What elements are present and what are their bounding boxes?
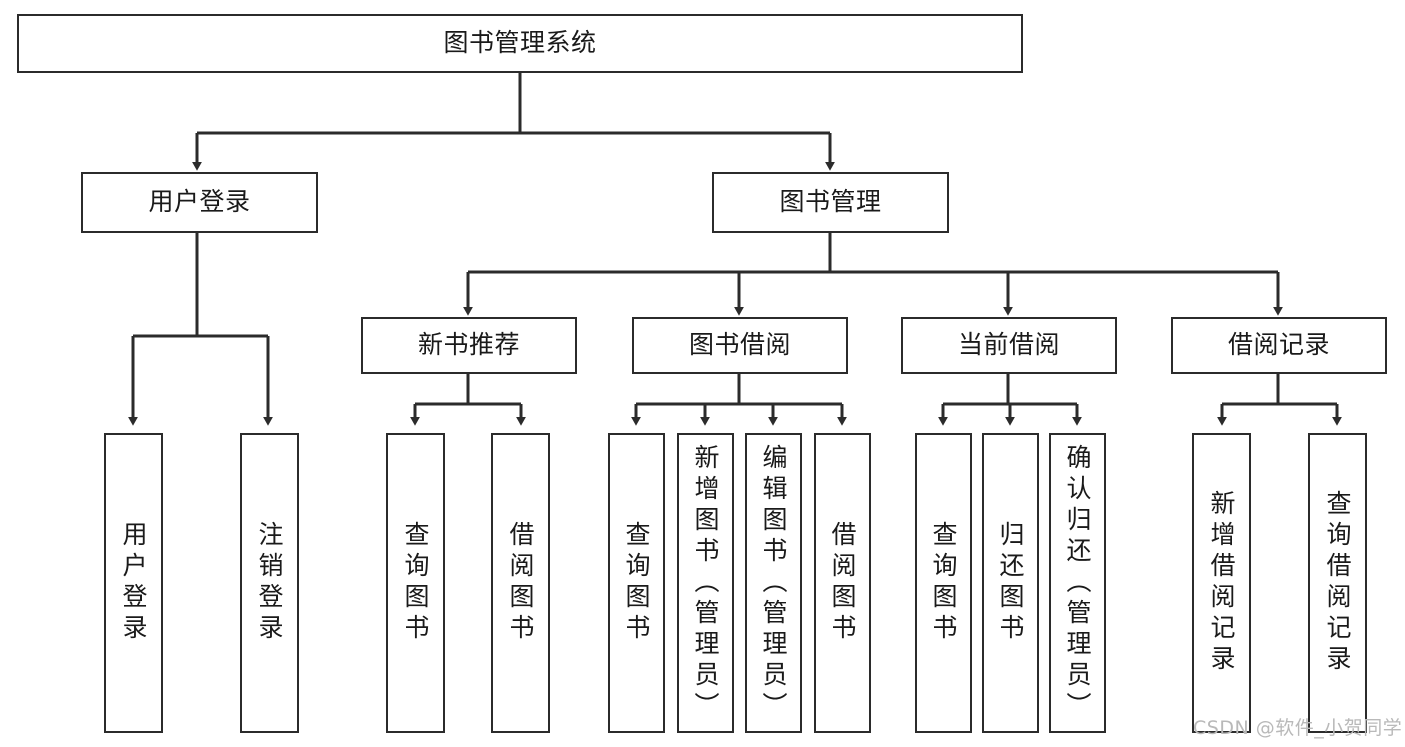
node-leaf-add-book-label: 新增图书（管理员） xyxy=(691,443,720,723)
node-leaf-borrow-book-1-label: 借阅图书 xyxy=(506,521,535,645)
node-leaf-query-record-label: 查询借阅记录 xyxy=(1323,490,1352,676)
node-leaf-query-book-1-label: 查询图书 xyxy=(401,521,430,645)
node-leaf-borrow-book-1[interactable]: 借阅图书 xyxy=(491,433,550,733)
node-book-borrow[interactable]: 图书借阅 xyxy=(632,317,848,374)
node-leaf-logout-login-label: 注销登录 xyxy=(255,521,284,645)
node-book-manage-label: 图书管理 xyxy=(779,187,882,217)
node-leaf-add-record-label: 新增借阅记录 xyxy=(1207,490,1236,676)
node-leaf-query-book-1[interactable]: 查询图书 xyxy=(386,433,445,733)
node-user-login[interactable]: 用户登录 xyxy=(81,172,318,233)
node-new-book-recommend-label: 新书推荐 xyxy=(417,330,520,360)
node-borrow-record-label: 借阅记录 xyxy=(1227,330,1330,360)
node-leaf-add-record[interactable]: 新增借阅记录 xyxy=(1192,433,1251,733)
node-leaf-logout-login[interactable]: 注销登录 xyxy=(240,433,299,733)
node-leaf-edit-book-label: 编辑图书（管理员） xyxy=(759,443,788,723)
node-leaf-user-login[interactable]: 用户登录 xyxy=(104,433,163,733)
node-book-manage[interactable]: 图书管理 xyxy=(712,172,949,233)
node-leaf-return-book-label: 归还图书 xyxy=(996,521,1025,645)
node-current-borrow[interactable]: 当前借阅 xyxy=(901,317,1117,374)
node-root-label: 图书管理系统 xyxy=(443,28,597,58)
node-book-borrow-label: 图书借阅 xyxy=(688,330,791,360)
node-leaf-borrow-book-2[interactable]: 借阅图书 xyxy=(814,433,871,733)
node-leaf-user-login-label: 用户登录 xyxy=(119,521,148,645)
node-user-login-label: 用户登录 xyxy=(148,187,251,217)
node-root[interactable]: 图书管理系统 xyxy=(17,14,1023,73)
node-leaf-query-book-2-label: 查询图书 xyxy=(622,521,651,645)
node-new-book-recommend[interactable]: 新书推荐 xyxy=(361,317,577,374)
node-leaf-add-book[interactable]: 新增图书（管理员） xyxy=(677,433,734,733)
node-leaf-query-book-2[interactable]: 查询图书 xyxy=(608,433,665,733)
node-leaf-query-book-3-label: 查询图书 xyxy=(929,521,958,645)
node-leaf-borrow-book-2-label: 借阅图书 xyxy=(828,521,857,645)
node-current-borrow-label: 当前借阅 xyxy=(957,330,1060,360)
node-leaf-confirm-return[interactable]: 确认归还（管理员） xyxy=(1049,433,1106,733)
node-leaf-confirm-return-label: 确认归还（管理员） xyxy=(1063,443,1092,723)
node-leaf-query-book-3[interactable]: 查询图书 xyxy=(915,433,972,733)
node-leaf-return-book[interactable]: 归还图书 xyxy=(982,433,1039,733)
node-borrow-record[interactable]: 借阅记录 xyxy=(1171,317,1387,374)
node-leaf-edit-book[interactable]: 编辑图书（管理员） xyxy=(745,433,802,733)
node-leaf-query-record[interactable]: 查询借阅记录 xyxy=(1308,433,1367,733)
